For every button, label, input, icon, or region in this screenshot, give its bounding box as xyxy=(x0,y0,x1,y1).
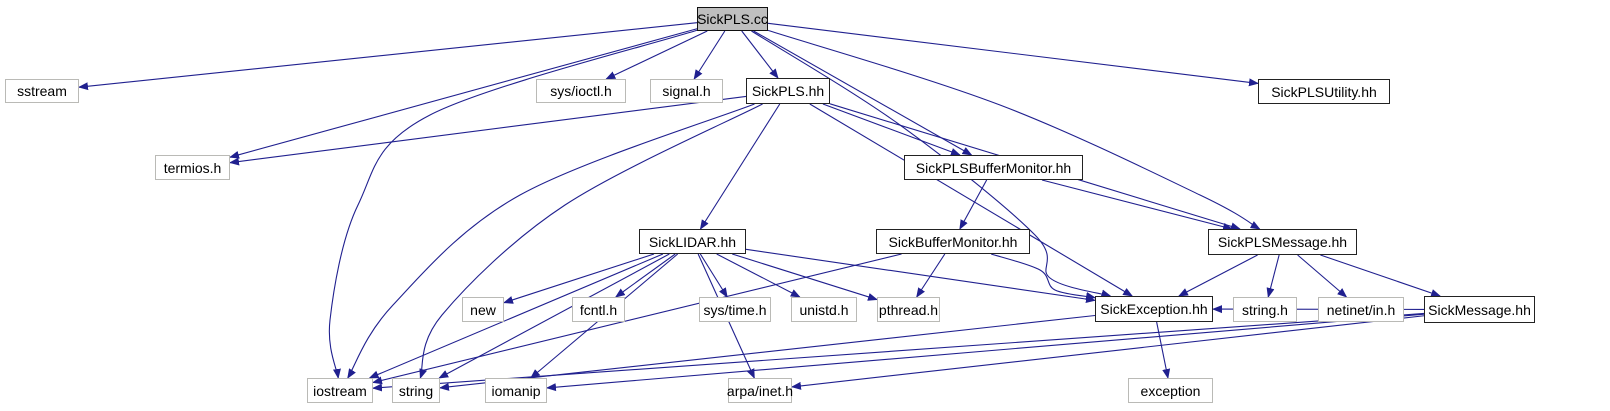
graph-node-bufmon[interactable]: SickBufferMonitor.hh xyxy=(876,229,1030,254)
edge-sicklidar-to-fcntl xyxy=(614,253,676,298)
edge-sicklidar-to-systime xyxy=(699,253,728,298)
edge-plsmsg-to-string_h xyxy=(1266,254,1280,298)
graph-node-plsmsg[interactable]: SickPLSMessage.hh xyxy=(1208,229,1357,255)
edge-cc-to-plsmsg xyxy=(767,29,1261,230)
graph-node-cc: SickPLS.cc xyxy=(697,7,768,31)
edge-plsbufmon-to-bufmon xyxy=(959,179,988,230)
edge-sickpls_hh-to-termios xyxy=(229,95,747,166)
edge-cc-to-plsbufmon xyxy=(753,30,973,156)
graph-node-new: new xyxy=(462,297,504,322)
edge-sicklidar-to-unistd xyxy=(716,253,801,298)
graph-node-exception: exception xyxy=(1128,378,1213,403)
graph-node-string_h: string.h xyxy=(1233,297,1297,322)
graph-node-fcntl: fcntl.h xyxy=(572,297,625,322)
graph-node-plsbufmon[interactable]: SickPLSBufferMonitor.hh xyxy=(904,155,1083,180)
edge-sickpls_hh-to-string xyxy=(419,103,763,379)
graph-node-pthread: pthread.h xyxy=(877,297,940,322)
edge-bufmon-to-iostream xyxy=(372,253,902,385)
edge-exception_hh-to-string xyxy=(439,314,1096,391)
edge-bufmon-to-pthread xyxy=(916,253,946,298)
edge-sicklidar-to-iostream xyxy=(368,253,664,379)
graph-node-sicklidar[interactable]: SickLIDAR.hh xyxy=(639,229,746,254)
graph-node-sstream: sstream xyxy=(5,79,79,103)
graph-node-sickmsg[interactable]: SickMessage.hh xyxy=(1424,296,1535,323)
edge-cc-to-sys_ioctl xyxy=(605,30,708,80)
graph-node-systime: sys/time.h xyxy=(699,297,771,322)
edge-sickpls_hh-to-iostream xyxy=(347,103,755,379)
graph-node-termios: termios.h xyxy=(155,155,230,180)
graph-node-sickpls_hh[interactable]: SickPLS.hh xyxy=(746,78,830,104)
edge-sickpls_hh-to-sicklidar xyxy=(699,103,781,230)
edge-sickmsg-to-iomanip xyxy=(546,313,1425,392)
edge-sickmsg-to-arpa xyxy=(791,315,1425,390)
graph-node-unistd: unistd.h xyxy=(791,297,857,322)
graph-node-arpa: arpa/inet.h xyxy=(727,378,793,403)
edge-plsbufmon-to-plsmsg xyxy=(1041,179,1234,231)
edge-sicklidar-to-new xyxy=(503,253,655,304)
graph-node-iostream: iostream xyxy=(307,378,373,403)
edge-cc-to-sstream xyxy=(78,22,698,91)
edge-cc-to-termios xyxy=(229,28,698,159)
edge-cc-to-utility xyxy=(767,22,1259,87)
edge-bufmon-to-exception_hh xyxy=(990,253,1096,300)
edge-sickmsg-to-iostream xyxy=(372,312,1425,392)
graph-node-iomanip: iomanip xyxy=(485,378,547,403)
graph-node-string: string xyxy=(392,378,440,403)
edge-sicklidar-to-string xyxy=(438,253,670,379)
graph-node-sys_ioctl: sys/ioctl.h xyxy=(536,79,626,103)
edge-sickpls_hh-to-plsbufmon xyxy=(822,103,961,156)
edge-cc-to-iostream xyxy=(328,29,698,379)
edge-sicklidar-to-pthread xyxy=(732,253,878,301)
edge-sicklidar-to-exception_hh xyxy=(745,248,1096,304)
graph-node-exception_hh[interactable]: SickException.hh xyxy=(1095,296,1213,322)
graph-node-utility[interactable]: SickPLSUtility.hh xyxy=(1258,79,1390,104)
edge-exception_hh-to-exception xyxy=(1156,321,1171,379)
edge-cc-to-sickpls_hh xyxy=(741,30,779,79)
edge-plsmsg-to-sickmsg xyxy=(1320,254,1442,297)
graph-node-netinet: netinet/in.h xyxy=(1318,297,1404,322)
edge-plsmsg-to-exception_hh xyxy=(1178,254,1258,297)
edge-plsmsg-to-netinet xyxy=(1297,254,1348,298)
edge-sickpls_hh-to-exception_hh xyxy=(809,103,1134,297)
edge-cc-to-signal xyxy=(693,30,726,80)
graph-node-signal: signal.h xyxy=(650,79,723,103)
